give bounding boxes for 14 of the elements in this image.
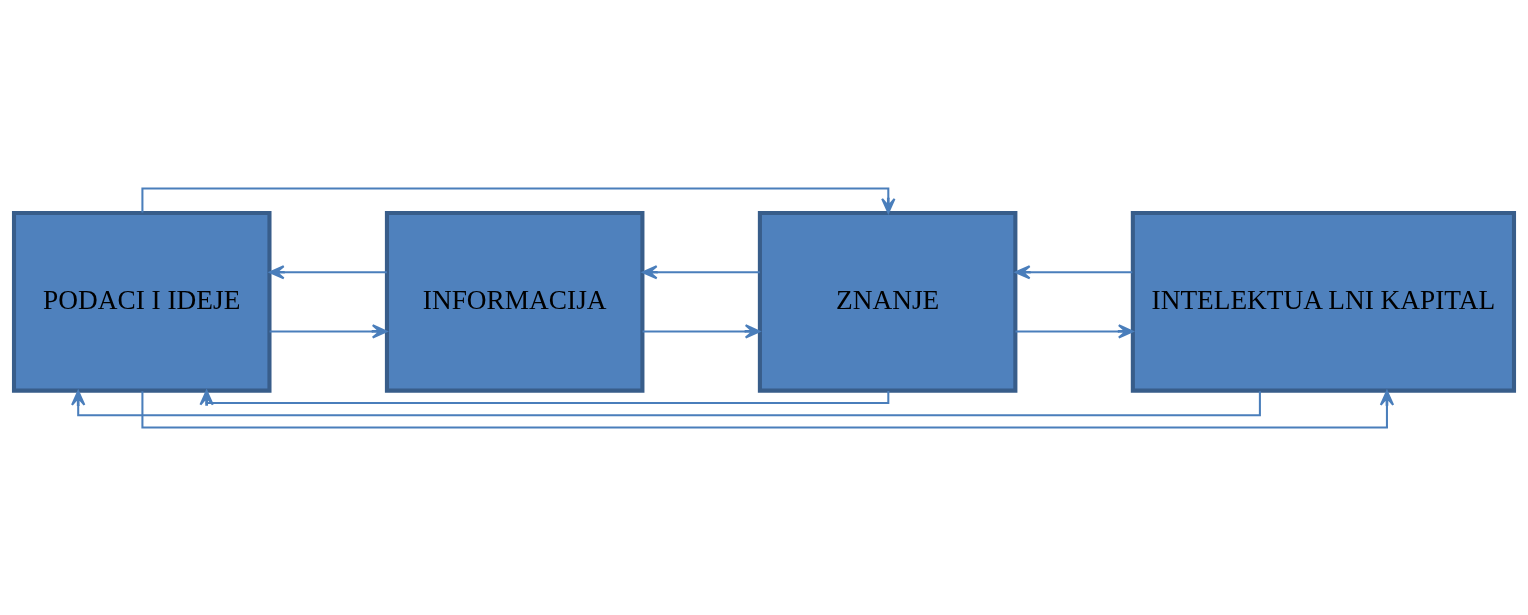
arrow [71, 389, 1261, 416]
node-box: ZNANJE [757, 210, 1018, 393]
arrow [641, 264, 760, 279]
node-box: INTELEKTUA LNI KAPITAL [1130, 210, 1517, 393]
arrow [1015, 323, 1134, 339]
node-box: PODACI I IDEJE [11, 210, 272, 393]
arrow [141, 186, 896, 214]
arrow [642, 323, 761, 339]
node-box: INFORMACIJA [384, 210, 645, 393]
arrow [269, 264, 387, 279]
arrow [199, 389, 890, 406]
arrow [1014, 264, 1133, 279]
arrow [269, 323, 388, 339]
arrow [141, 389, 1395, 429]
